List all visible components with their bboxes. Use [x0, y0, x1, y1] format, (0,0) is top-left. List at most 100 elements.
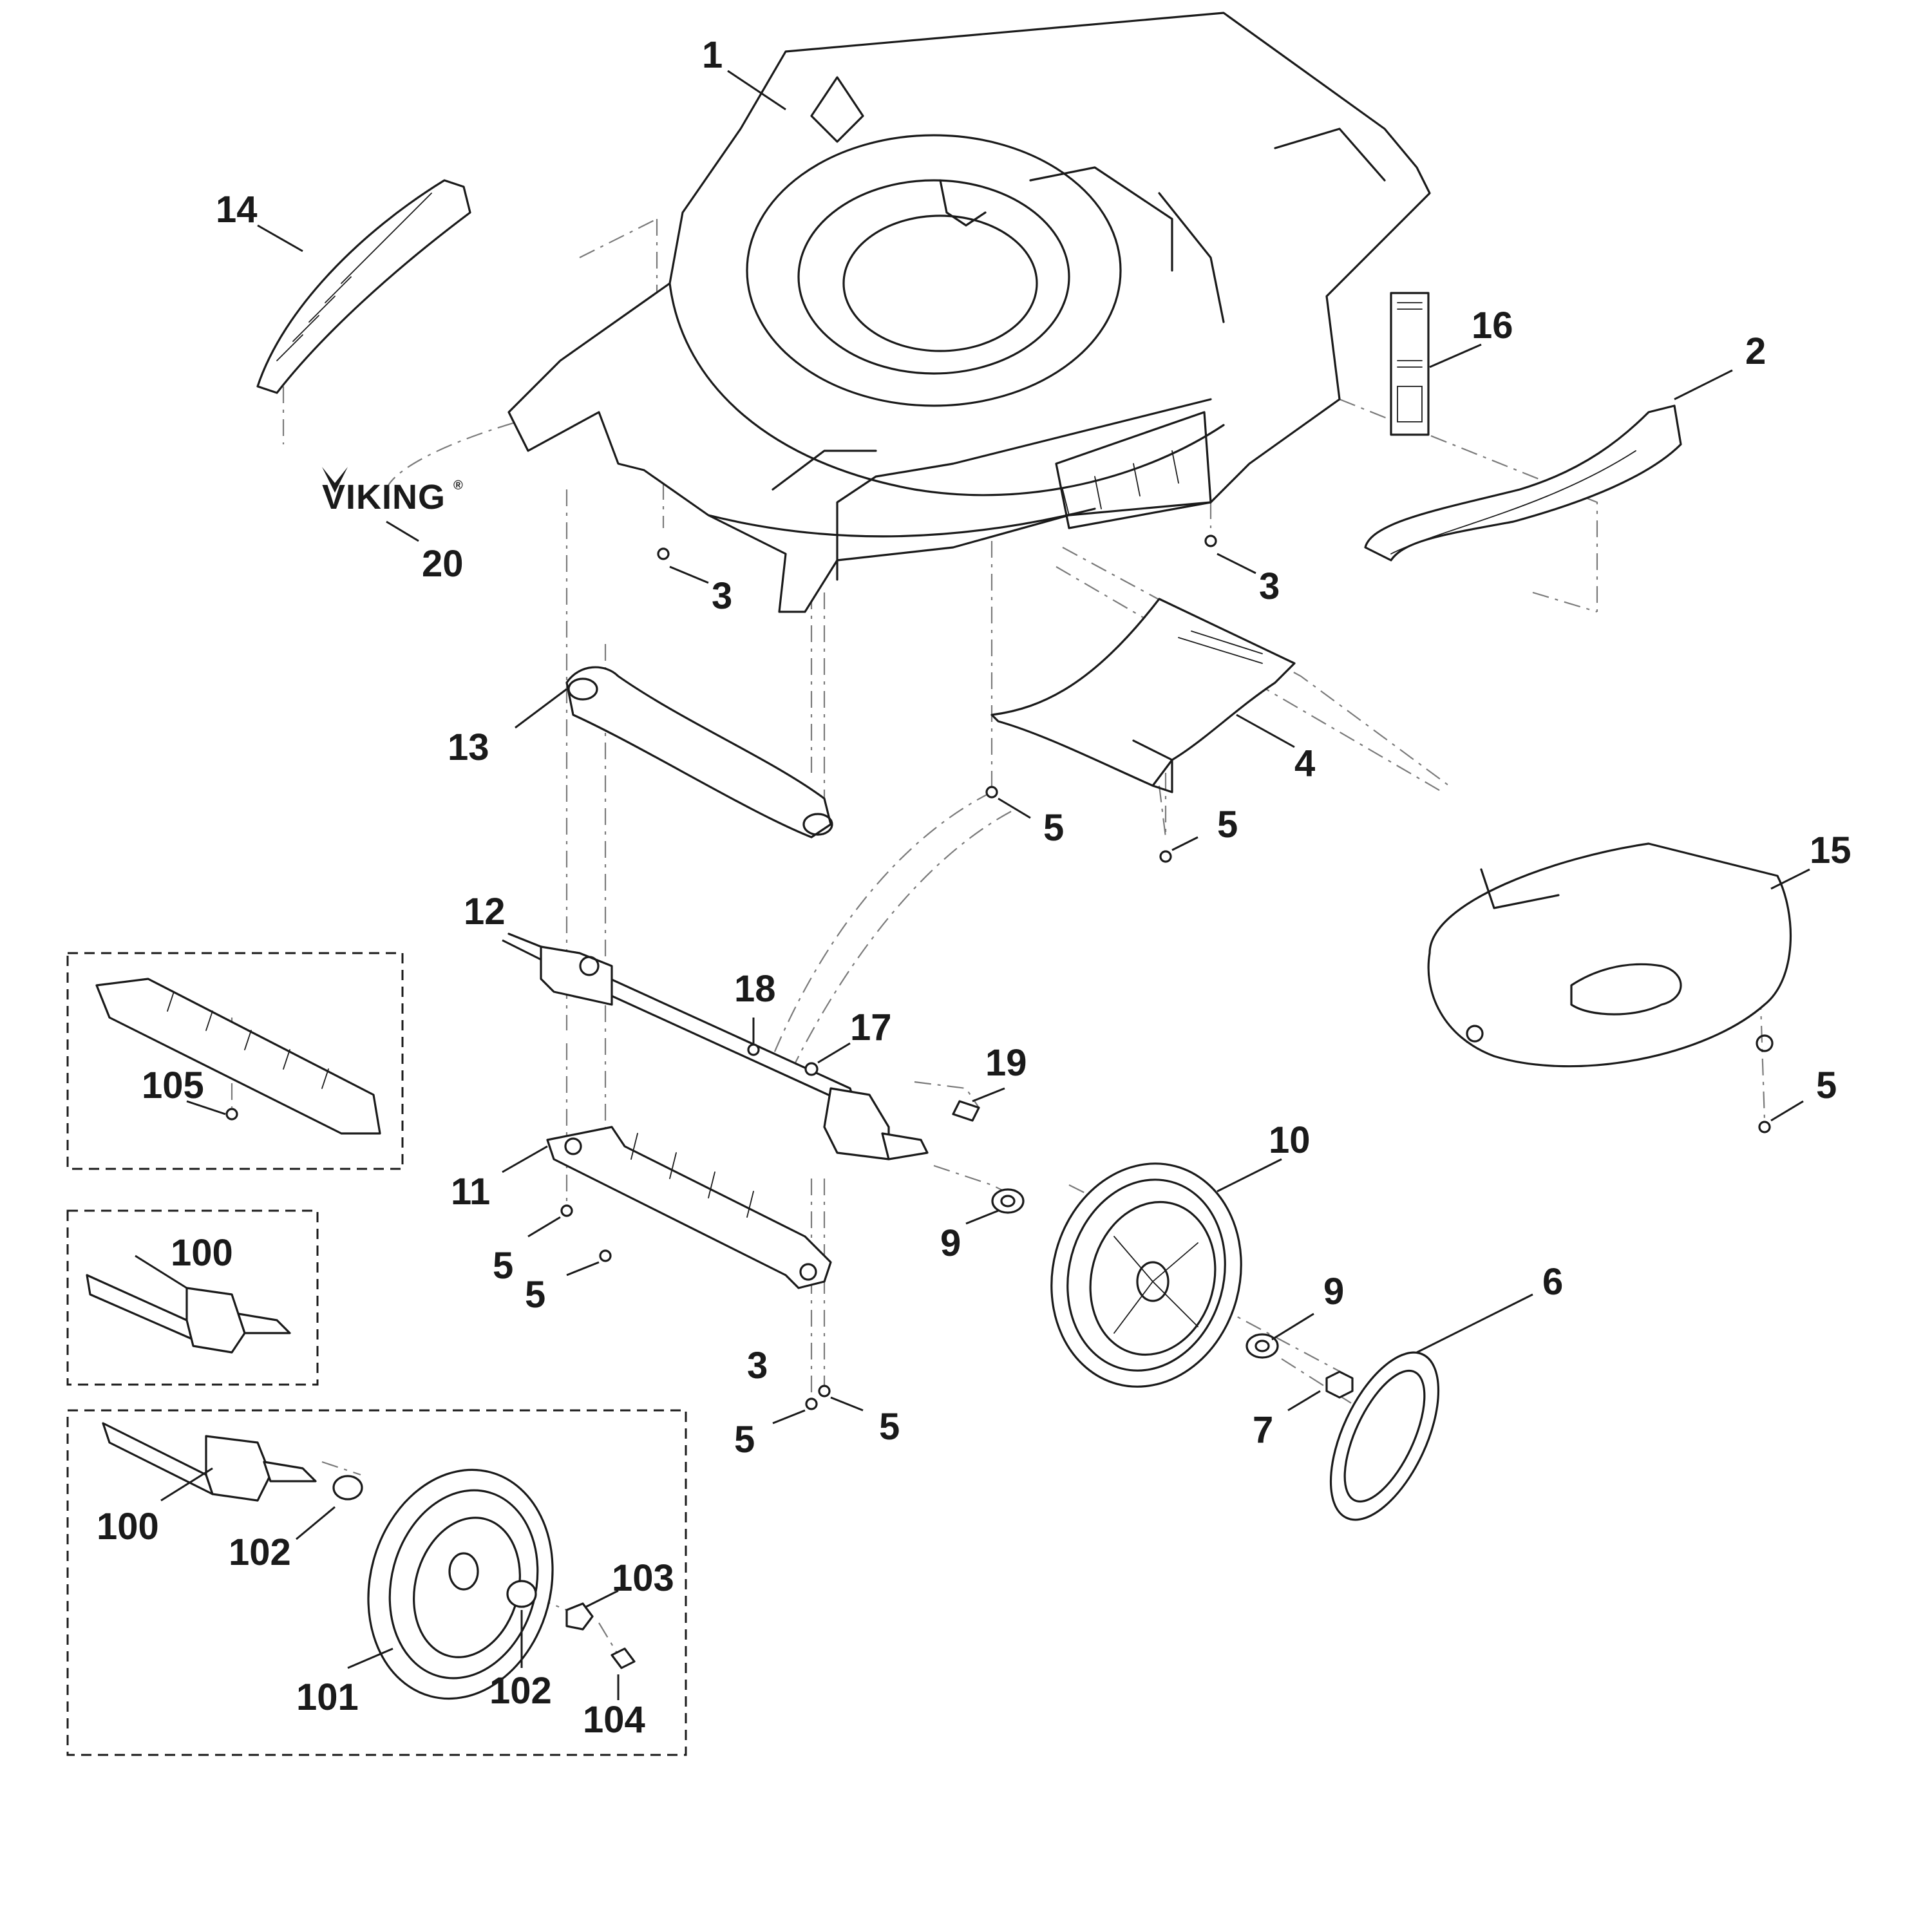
screw	[225, 1108, 238, 1121]
leader-5g	[830, 1396, 864, 1412]
deck-front-handle	[772, 450, 877, 491]
leader-13	[515, 688, 567, 729]
axle-stub-right	[881, 1132, 929, 1160]
plate-screw-hole	[1466, 1025, 1484, 1043]
callout-5c: 5	[1816, 1065, 1837, 1106]
callout-14: 14	[216, 189, 258, 231]
guide-line	[598, 1622, 619, 1656]
flap-hinge	[1132, 739, 1173, 793]
motor-mount-ring-inner	[797, 179, 1070, 375]
callout-16: 16	[1472, 305, 1513, 346]
guide-line	[791, 811, 1012, 1070]
inset-axle-bracket	[205, 1435, 272, 1502]
wheel-rim	[1089, 1200, 1217, 1356]
inset-axle-bar	[102, 1422, 214, 1495]
viking-horns-icon	[322, 467, 348, 493]
leader-5e	[566, 1261, 600, 1276]
guide-line	[1062, 547, 1450, 786]
leader-19	[972, 1087, 1005, 1103]
deck-top-mount	[810, 76, 864, 143]
wheel-hub	[1136, 1261, 1170, 1302]
rail-hole	[564, 1137, 582, 1155]
leader-6	[1416, 1293, 1533, 1354]
bearing-rear	[1245, 1333, 1279, 1359]
callout-12: 12	[464, 891, 506, 933]
leader-9b	[1271, 1312, 1314, 1341]
rear-cover-edge	[1390, 450, 1636, 554]
screw	[747, 1043, 760, 1056]
leader-105	[186, 1100, 226, 1115]
callout-102a: 102	[229, 1531, 291, 1573]
logo-registered-mark: ®	[453, 478, 463, 493]
leader-1	[727, 70, 786, 111]
callout-3a: 3	[712, 575, 732, 617]
leader-15	[1770, 868, 1810, 890]
inset-cap-nut	[565, 1602, 594, 1631]
plate-center-hole	[1570, 963, 1682, 1016]
deck-bolt-boss	[939, 179, 987, 227]
axle-cover-pivot	[567, 677, 598, 701]
label-barcode	[1397, 386, 1423, 422]
deck-panel-ribs	[1062, 450, 1179, 516]
wheel-spokes	[1113, 1236, 1198, 1334]
axle-cover-body	[565, 666, 832, 838]
deck-housing	[507, 12, 1431, 613]
callout-7: 7	[1253, 1409, 1273, 1451]
wheel-nut	[1325, 1370, 1354, 1399]
inset-axle-bracket	[185, 1287, 246, 1354]
callout-5e: 5	[525, 1274, 545, 1316]
grille-slots	[276, 193, 432, 361]
axle-cover-pivot	[802, 813, 833, 836]
front-axle	[507, 933, 929, 1160]
callout-4: 4	[1294, 743, 1315, 784]
callout-20: 20	[422, 543, 464, 585]
axle-support-rail	[546, 1126, 832, 1289]
leader-17	[817, 1042, 851, 1064]
viking-logo: VIKING ®	[322, 467, 463, 516]
grille-body	[256, 179, 471, 394]
bearing-front	[991, 1188, 1025, 1214]
flap-slot	[1178, 630, 1263, 664]
inset-wheel-tire	[367, 1468, 554, 1700]
leader-16	[1429, 343, 1482, 368]
callout-labels: 1 2 3 3 3 4 5 5 5 5 5 5 5 6 7 9 9 10 11 …	[97, 34, 1852, 1741]
plate-rim-front	[1480, 868, 1560, 909]
bearing-ring	[991, 1188, 1025, 1214]
callout-5b: 5	[1217, 804, 1238, 846]
axle-bracket-right	[823, 1087, 890, 1160]
screw	[560, 1204, 573, 1217]
inset-axle-stub	[263, 1461, 317, 1482]
discharge-flap	[990, 598, 1296, 793]
callout-100b: 100	[97, 1506, 159, 1548]
callout-5d: 5	[493, 1245, 513, 1287]
front-wheel	[1050, 1162, 1242, 1388]
guide-line	[385, 375, 806, 490]
deck-rib	[1158, 192, 1225, 323]
deck-outer-shell	[507, 12, 1431, 613]
inset-wheel-kit	[66, 1409, 687, 1756]
leader-20	[386, 520, 419, 542]
guide-line	[1339, 398, 1598, 612]
inset-frame	[66, 1409, 687, 1756]
rail-ribs	[630, 1133, 754, 1218]
leader-100a	[135, 1255, 187, 1289]
inset-wheel-tread	[388, 1489, 539, 1680]
leader-4	[1236, 714, 1295, 748]
screw	[1758, 1121, 1771, 1133]
motor-opening	[842, 214, 1038, 352]
leader-5a	[998, 797, 1031, 819]
guide-line	[579, 218, 658, 258]
bearing-bore	[1000, 1195, 1016, 1208]
screw	[1204, 535, 1217, 547]
inset-axle-bar	[86, 1274, 194, 1341]
plate-disc	[1427, 842, 1792, 1068]
inset-bolt	[611, 1647, 636, 1669]
rear-grille-strip	[256, 179, 471, 394]
logo-text: VIKING	[322, 478, 446, 516]
callout-100a: 100	[171, 1232, 233, 1274]
leader-2	[1674, 369, 1733, 401]
callout-18: 18	[734, 968, 776, 1010]
label-card	[1390, 292, 1430, 436]
